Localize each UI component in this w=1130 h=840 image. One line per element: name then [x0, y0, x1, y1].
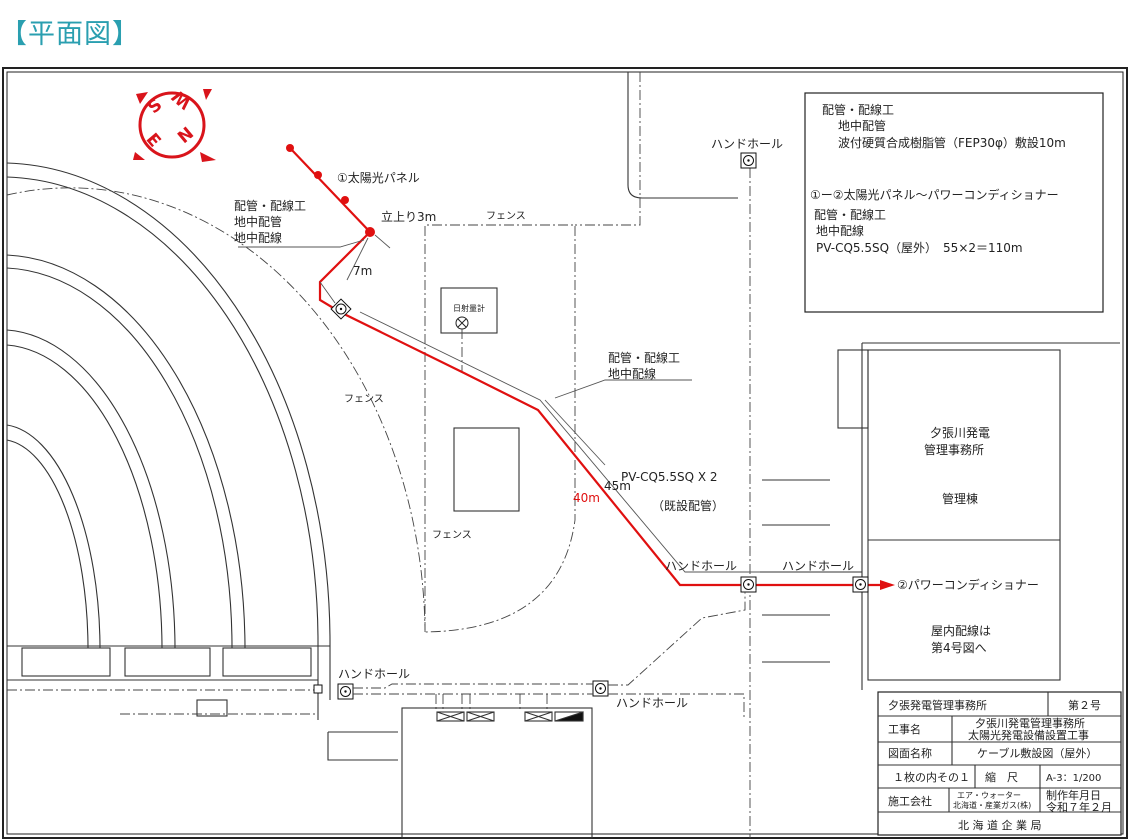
handhole-label: ハンドホール — [665, 559, 737, 573]
distance-7m: 7m — [353, 264, 372, 278]
note-line: PV-CQ5.5SQ（屋外） 55×2＝110m — [816, 241, 1023, 255]
distance-45m: 45m — [604, 479, 631, 493]
indoor-note: 第4号図へ — [931, 641, 987, 655]
compass-letter-e: E — [142, 130, 165, 152]
handhole-icon — [852, 576, 869, 593]
contractor-label: 施工会社 — [888, 794, 932, 808]
handhole-icon — [337, 683, 354, 700]
handhole-icon — [592, 680, 609, 697]
scale-label: 縮 尺 — [985, 770, 1018, 784]
arrow-icon — [880, 580, 895, 590]
drawing-frame-inner — [6, 71, 1124, 835]
note-line: 地中配線 — [816, 223, 864, 238]
title-block: 夕張発電管理事務所 第２号 工事名 夕張川発電管理事務所 太陽光発電設備設置工事… — [877, 691, 1122, 836]
compass-letter-s: S — [144, 95, 166, 118]
office-name: 夕張発電管理事務所 — [888, 698, 987, 712]
equipment-building — [401, 707, 593, 839]
project-name: 夕張川発電管理事務所 — [975, 716, 1085, 730]
equipment-units — [436, 711, 584, 722]
page-title: 【平面図】 — [0, 19, 140, 50]
cable-route — [289, 147, 880, 587]
note-line: 配管・配線工 — [814, 207, 886, 222]
distance-40m: 40m — [573, 491, 600, 505]
date-value: 令和７年２月 — [1046, 800, 1112, 814]
building-name: 管理事務所 — [924, 442, 984, 457]
management-building — [760, 342, 1120, 690]
meter-label: 日射量計 — [453, 303, 485, 313]
note-line: 配管・配線工 — [822, 102, 894, 117]
handhole-icon — [740, 576, 757, 593]
fence-label: フェンス — [344, 394, 384, 405]
indoor-note: 屋内配線は — [931, 623, 991, 638]
solar-panel-label: ①太陽光パネル — [337, 170, 420, 185]
rise-label: 立上り3m — [381, 209, 436, 224]
bureau-name: 北 海 道 企 業 局 — [958, 818, 1041, 832]
arena-arcs — [6, 162, 426, 761]
meter-box — [440, 287, 498, 334]
handhole-label: ハンドホール — [338, 667, 410, 681]
compass-letter-n: N — [173, 122, 197, 146]
fence-line — [424, 224, 576, 633]
project-label: 工事名 — [888, 722, 921, 736]
work-label: 地中配管 — [234, 214, 282, 229]
work2-label: 地中配線 — [608, 366, 656, 381]
contractor-name: エア・ウォーター — [957, 791, 1021, 800]
compass-letter-w: W — [168, 85, 195, 113]
handhole-label: ハンドホール — [616, 696, 688, 710]
pcs-label: ②パワーコンディショナー — [897, 577, 1039, 592]
fence-label: フェンス — [486, 211, 526, 222]
handhole-label: ハンドホール — [782, 559, 854, 573]
handhole-icon — [740, 152, 757, 169]
building-name: 夕張川発電 — [930, 426, 990, 440]
notes-box: 配管・配線工 地中配管 波付硬質合成樹脂管（FEP30φ）敷設10m ①ー②太陽… — [804, 92, 1104, 313]
note-line: 波付硬質合成樹脂管（FEP30φ）敷設10m — [838, 135, 1066, 150]
drawing-name: ケーブル敷設図（屋外） — [977, 746, 1097, 760]
solar-panel-markers — [286, 144, 375, 237]
existing-conduit-label: （既設配管） — [652, 498, 724, 513]
fence-line-top — [575, 72, 641, 226]
meter-icon — [455, 316, 469, 330]
handhole-label: ハンドホール — [711, 137, 783, 151]
note-route-title: ①ー②太陽光パネル～パワーコンディショナー — [810, 187, 1059, 202]
building-sub: 管理棟 — [942, 491, 978, 506]
fence-label: フェンス — [432, 530, 472, 541]
work2-label: 配管・配線工 — [608, 350, 680, 365]
contractor-name: 北海道・産業ガス(株) — [953, 800, 1031, 810]
handhole-icon — [330, 298, 352, 320]
note-line: 地中配管 — [838, 118, 886, 133]
sheet-number: 第２号 — [1068, 698, 1101, 712]
compass-icon: S W N E — [133, 85, 216, 162]
drawing-label: 図面名称 — [888, 746, 932, 760]
yard-structure — [453, 427, 520, 512]
project-name: 太陽光発電設備設置工事 — [968, 728, 1089, 742]
sheet-of: １枚の内その１ — [893, 770, 970, 784]
cable-spec-label: PV-CQ5.5SQ X 2 — [621, 470, 718, 484]
scale-value: A-3：1/200 — [1046, 773, 1101, 784]
date-label: 制作年月日 — [1046, 788, 1101, 802]
work-label: 地中配線 — [234, 230, 282, 245]
work-label: 配管・配線工 — [234, 198, 306, 213]
